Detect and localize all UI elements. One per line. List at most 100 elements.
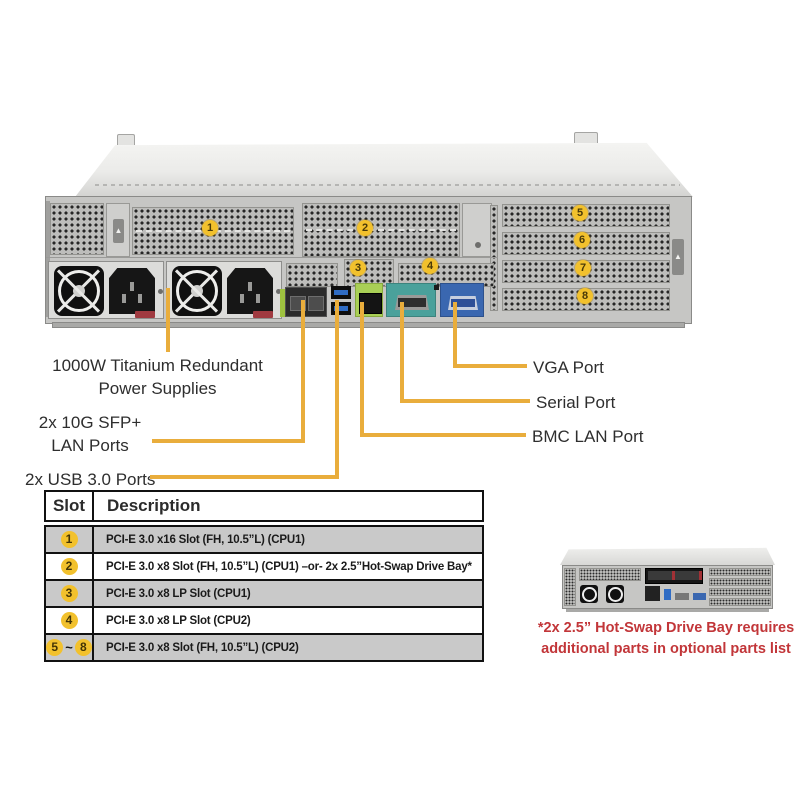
slot-badge: 2 [60, 558, 78, 575]
sfp-label-line2: LAN Ports [51, 436, 129, 455]
callout-line-serial-h [400, 399, 530, 403]
slot-description: PCI-E 3.0 x8 LP Slot (CPU1) [106, 587, 251, 600]
mini-psu-fan-2 [606, 585, 624, 603]
screw [475, 242, 481, 248]
vent-grille [50, 203, 104, 255]
table-row: 4 PCI-E 3.0 x8 LP Slot (CPU2) [46, 608, 482, 635]
callout-line-bmc-h [360, 433, 526, 437]
mini-drive-tray [675, 571, 702, 580]
slots-5-8-section: ▲ [500, 201, 686, 317]
blank-plate [462, 203, 492, 257]
inlet-prong [122, 294, 126, 303]
chassis-badge-4: 4 [422, 258, 438, 274]
usb3-port-top [331, 286, 351, 299]
bmc-label: BMC LAN Port [532, 427, 644, 446]
mini-drive-tray [648, 571, 675, 580]
callout-line-usb-v [335, 300, 339, 479]
lid-seam [95, 184, 680, 186]
callout-line-vga-v [453, 302, 457, 368]
pcie-slot2-bay [302, 203, 460, 257]
mini-sfp-ports [645, 586, 660, 601]
sfp-port-2 [308, 296, 324, 311]
table-header: Slot Description [44, 490, 484, 522]
chassis-badge-8: 8 [577, 288, 593, 304]
slot-badge: 5 [46, 639, 64, 656]
table-row: 3 PCI-E 3.0 x8 LP Slot (CPU1) [46, 581, 482, 608]
callout-line-serial-v [400, 302, 404, 403]
inlet-prong [256, 294, 260, 303]
panel-left-edge [46, 201, 50, 317]
mount-stud [434, 285, 439, 290]
psu-release-latch [135, 311, 155, 318]
mini-slot1-bay [579, 568, 641, 581]
inlet-prong [138, 294, 142, 303]
slot-cell: 2 [46, 554, 94, 579]
mini-server-image [560, 545, 775, 613]
inlet-prong [130, 282, 134, 291]
panel-seam [46, 257, 498, 258]
screw [276, 289, 281, 294]
slot-description: PCI-E 3.0 x8 Slot (FH, 10.5”L) (CPU2) [106, 641, 299, 654]
mini-psu-fan-1 [580, 585, 598, 603]
footnote-line1: *2x 2.5” Hot-Swap Drive Bay requires [537, 620, 795, 636]
psu-label-line2: Power Supplies [98, 379, 217, 398]
slot-cell: 1 [46, 527, 94, 552]
table-row: 2 PCI-E 3.0 x8 Slot (FH, 10.5”L) (CPU1) –… [46, 554, 482, 581]
mini-slot-bay [709, 588, 771, 596]
mini-hot-swap-drive-bay [645, 568, 703, 584]
callout-line-sfp-v [301, 300, 305, 443]
chassis-lid [75, 142, 693, 197]
usb-label: 2x USB 3.0 Ports [25, 470, 156, 489]
slot-description: PCI-E 3.0 x8 LP Slot (CPU2) [106, 614, 251, 627]
callout-line-vga-h [453, 364, 527, 368]
sfp-lan-ports [285, 287, 327, 317]
chassis-badge-7: 7 [575, 260, 591, 276]
callout-line-sfp-h [152, 439, 305, 443]
latch-arrow-icon: ▲ [113, 219, 124, 243]
psu-ac-inlet [109, 268, 155, 314]
mini-chassis-base [566, 609, 769, 612]
psu-label-line1: 1000W Titanium Redundant [52, 356, 263, 375]
chassis-badge-3: 3 [350, 260, 366, 276]
mini-serial-port [675, 593, 689, 600]
slot-table-body: 1 PCI-E 3.0 x16 Slot (FH, 10.5”L) (CPU1) 2… [44, 525, 484, 662]
sfp-label: 2x 10G SFP+ LAN Ports [35, 411, 145, 457]
vga-label: VGA Port [533, 358, 604, 377]
slot-description: PCI-E 3.0 x16 Slot (FH, 10.5”L) (CPU1) [106, 533, 305, 546]
rack-tab-right [574, 132, 598, 143]
chassis-badge-5: 5 [572, 205, 588, 221]
sfp-label-line1: 2x 10G SFP+ [38, 413, 142, 432]
callout-line-bmc-v [360, 302, 364, 437]
psu-release-latch [253, 311, 273, 318]
chassis-badge-6: 6 [574, 232, 590, 248]
mini-vga-port [693, 593, 706, 600]
table-row: 1 PCI-E 3.0 x16 Slot (FH, 10.5”L) (CPU1) [46, 527, 482, 554]
footnote-line2: additional parts in optional parts list [541, 641, 791, 657]
latch-arrow-icon: ▲ [672, 239, 684, 275]
slot-badge: 4 [60, 612, 78, 629]
chassis-badge-1: 1 [202, 220, 218, 236]
inlet-prong [248, 282, 252, 291]
mini-slot-bay [709, 578, 771, 586]
serial-port [386, 283, 436, 317]
mini-vent-grille [564, 568, 576, 606]
pcie-slot1-bay [132, 207, 294, 255]
table-header-description: Description [107, 496, 201, 515]
mini-usb-ports [664, 589, 671, 600]
slot-description: PCI-E 3.0 x8 Slot (FH, 10.5”L) (CPU1) –o… [106, 560, 472, 573]
riser-latch-plate: ▲ [106, 203, 130, 257]
callout-line-usb-h [150, 475, 339, 479]
mini-chassis-lid [560, 547, 775, 565]
slot-badge: 3 [60, 585, 78, 602]
table-row: 5~8 PCI-E 3.0 x8 Slot (FH, 10.5”L) (CPU2) [46, 635, 482, 660]
slot-badge: 1 [60, 531, 78, 548]
bmc-lan-port [355, 283, 383, 317]
screw [158, 289, 163, 294]
slot-cell: 5~8 [46, 635, 94, 660]
rj45-jack [359, 293, 382, 314]
psu-fan [54, 266, 104, 316]
psu-label: 1000W Titanium Redundant Power Supplies [40, 354, 275, 400]
mini-rear-panel [562, 565, 773, 609]
vga-port [440, 283, 484, 317]
